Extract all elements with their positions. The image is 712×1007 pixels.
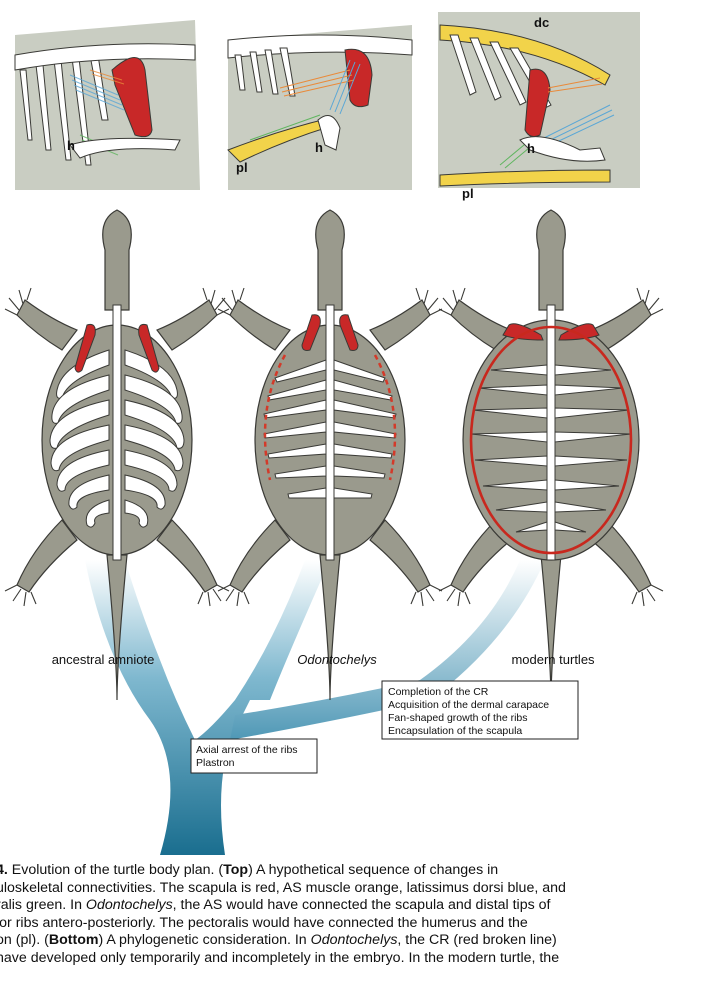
box-upper: Completion of the CR Acquisition of the … xyxy=(381,680,579,740)
box-lower-line-2: Plastron xyxy=(196,757,235,769)
caption-line-3: ralis green. In Odontochelys, the AS wou… xyxy=(0,897,712,915)
label-pl-modern: pl xyxy=(462,186,474,201)
caption-text: , the CR (red broken line) xyxy=(397,932,557,949)
label-ancestral-amniote: ancestral amniote xyxy=(52,652,155,667)
box-lower-line-1: Axial arrest of the ribs xyxy=(196,744,298,756)
caption-line-5: on (pl). (Bottom) A phylogenetic conside… xyxy=(0,932,712,950)
top-panel-modern: dc h pl xyxy=(438,12,640,201)
caption-text: ) A hypothetical sequence of changes in xyxy=(248,862,499,878)
turtle-ancestral xyxy=(4,209,230,701)
top-panel-ancestral: h xyxy=(14,20,200,190)
caption-line-6: have developed only temporarily and inco… xyxy=(0,949,560,966)
top-panel-odontochelys: pl h xyxy=(227,25,413,190)
box-upper-line-2: Acquisition of the dermal carapace xyxy=(388,699,549,711)
label-h-odontochelys: h xyxy=(315,140,323,155)
turtle-odontochelys xyxy=(217,209,443,701)
label-h-modern: h xyxy=(527,141,535,156)
label-odontochelys: Odontochelys xyxy=(297,652,377,667)
caption-figure-number: 4. xyxy=(0,862,8,878)
caption-italic: Odontochelys xyxy=(85,897,173,914)
figure-caption: 4. Evolution of the turtle body plan. (T… xyxy=(0,862,712,968)
turtle-modern xyxy=(438,209,664,701)
caption-bottom: Bottom xyxy=(48,932,99,949)
caption-line-4: ior ribs antero-posteriorly. The pectora… xyxy=(0,914,528,931)
caption-italic: Odontochelys xyxy=(310,932,398,949)
box-upper-line-1: Completion of the CR xyxy=(388,686,489,698)
label-modern-turtles: modern turtles xyxy=(511,652,595,667)
label-dc: dc xyxy=(534,15,549,30)
label-h-ancestral: h xyxy=(67,138,75,153)
caption-top: Top xyxy=(223,862,249,878)
caption-text: Evolution of the turtle body plan. ( xyxy=(7,862,224,878)
label-pl-odontochelys: pl xyxy=(236,160,248,175)
box-upper-line-4: Encapsulation of the scapula xyxy=(388,725,522,737)
caption-text: on (pl). ( xyxy=(0,932,49,949)
box-upper-line-3: Fan-shaped growth of the ribs xyxy=(388,712,528,724)
caption-line-1: 4. Evolution of the turtle body plan. (T… xyxy=(0,862,712,880)
caption-line-2: uloskeletal connectivities. The scapula … xyxy=(0,879,566,896)
box-lower: Axial arrest of the ribs Plastron xyxy=(190,738,318,774)
caption-text: , the AS would have connected the scapul… xyxy=(172,897,551,914)
caption-text: ) A phylogenetic consideration. In xyxy=(98,932,311,949)
caption-text: ralis green. In xyxy=(0,897,86,914)
